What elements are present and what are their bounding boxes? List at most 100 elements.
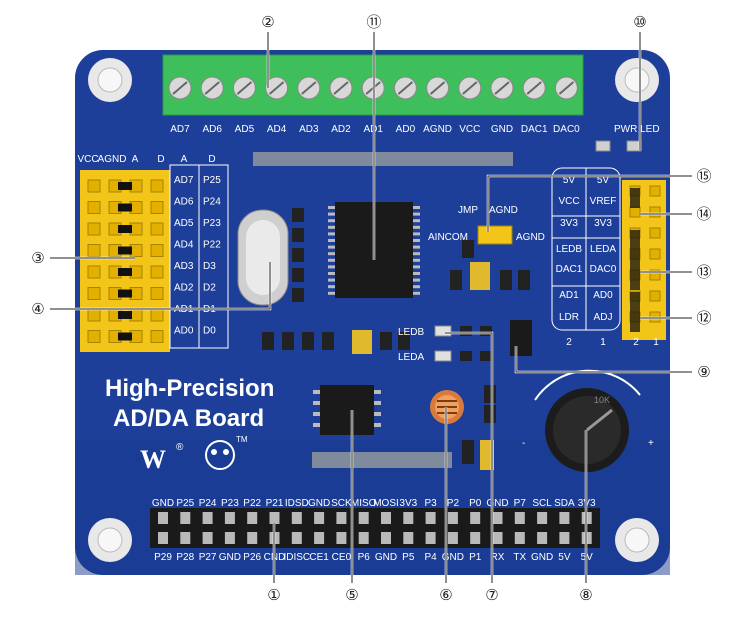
mounting-hole bbox=[615, 58, 659, 102]
left-header-d-label: P24 bbox=[203, 197, 221, 208]
left-header-top-label: D bbox=[208, 154, 215, 165]
terminal-label: AGND bbox=[423, 124, 452, 135]
header-pin bbox=[150, 265, 164, 279]
gpio-pin bbox=[336, 512, 347, 524]
gpio-bottom-label: GND bbox=[375, 552, 397, 563]
leda-label: LEDA bbox=[398, 352, 424, 363]
right-table-cell: VCC bbox=[558, 196, 579, 207]
gpio-top-label: SCK bbox=[331, 498, 352, 509]
gpio-pin bbox=[224, 512, 235, 524]
gpio-pin bbox=[403, 512, 414, 524]
gpio-pin bbox=[247, 512, 258, 524]
brand-tm: TM bbox=[236, 435, 248, 444]
left-header-d-label: P22 bbox=[203, 240, 221, 251]
callout-number: ⑤ bbox=[345, 586, 358, 604]
mounting-hole bbox=[88, 58, 132, 102]
gpio-top-label: GND bbox=[308, 498, 330, 509]
left-header-top-label: AGND bbox=[98, 154, 127, 165]
gpio-bottom-label: CE1 bbox=[309, 552, 329, 563]
terminal-label: AD0 bbox=[396, 124, 416, 135]
gpio-pin bbox=[291, 512, 302, 524]
callout-number: ⑩ bbox=[633, 13, 646, 31]
gpio-bottom-label: P6 bbox=[358, 552, 371, 563]
callout-number: ③ bbox=[31, 249, 44, 267]
gpio-bottom-label: P5 bbox=[402, 552, 415, 563]
gpio-bottom-label: P28 bbox=[176, 552, 194, 563]
gpio-pin bbox=[314, 512, 325, 524]
gpio-bottom-label: GND bbox=[531, 552, 553, 563]
pwr-led bbox=[595, 140, 611, 152]
gpio-top-label: SCL bbox=[532, 498, 552, 509]
gpio-top-label: P2 bbox=[447, 498, 460, 509]
header-pin bbox=[87, 244, 101, 257]
header-pin bbox=[150, 222, 164, 236]
pot-plus: + bbox=[648, 438, 654, 449]
terminal-label: AD5 bbox=[235, 124, 255, 135]
gpio-top-label: MISO bbox=[351, 498, 377, 509]
right-table-cell: LDR bbox=[559, 312, 579, 323]
gpio-pin bbox=[425, 512, 436, 524]
gpio-top-label: 3V3 bbox=[399, 498, 417, 509]
right-table-cell: AD0 bbox=[593, 290, 613, 301]
callout-number: ⑮ bbox=[696, 167, 711, 185]
agnd-right-label: AGND bbox=[516, 232, 545, 243]
left-header-d-label: D3 bbox=[203, 261, 216, 272]
gpio-bottom-label: TX bbox=[513, 552, 526, 563]
gpio-pin bbox=[447, 512, 458, 524]
terminal-label: AD6 bbox=[202, 124, 222, 135]
crystal-oscillator bbox=[237, 209, 289, 306]
header-pin bbox=[150, 308, 164, 322]
gpio-pin bbox=[559, 512, 570, 524]
callout-number: ④ bbox=[31, 300, 44, 318]
header-pin bbox=[87, 222, 101, 236]
gpio-pin bbox=[447, 532, 458, 544]
gpio-pin bbox=[492, 512, 503, 524]
right-table-cell: DAC1 bbox=[556, 264, 583, 275]
header-pin bbox=[87, 179, 101, 193]
header-pin bbox=[150, 201, 164, 214]
header-pin bbox=[87, 201, 101, 214]
ledb bbox=[434, 325, 452, 337]
gpio-pin bbox=[537, 512, 548, 524]
gpio-pin bbox=[492, 532, 503, 544]
gpio-top-label: IDSD bbox=[285, 498, 309, 509]
gpio-bottom-label: P1 bbox=[469, 552, 482, 563]
callout-number: ⑨ bbox=[697, 363, 710, 381]
right-table-cell: LEDB bbox=[556, 244, 582, 255]
left-header-a-label: AD6 bbox=[174, 197, 194, 208]
left-header-a-label: AD5 bbox=[174, 218, 194, 229]
smd-components bbox=[262, 208, 530, 470]
jmp-label: JMP bbox=[458, 205, 478, 216]
left-header-a-label: AD4 bbox=[174, 240, 194, 251]
gpio-bottom-label: CE0 bbox=[332, 552, 352, 563]
left-header-top-label: A bbox=[132, 154, 139, 165]
dac-chip bbox=[313, 385, 381, 435]
gpio-header bbox=[150, 508, 600, 548]
gpio-top-label: P3 bbox=[424, 498, 437, 509]
right-table-cell: ADJ bbox=[594, 312, 613, 323]
left-pin-header bbox=[80, 170, 170, 352]
left-header-top-label: A bbox=[181, 154, 188, 165]
right-table-cell: AD1 bbox=[559, 290, 579, 301]
brand-reg: ® bbox=[176, 442, 184, 453]
terminal-label: AD2 bbox=[331, 124, 351, 135]
gpio-pin bbox=[537, 532, 548, 544]
gpio-pin bbox=[314, 532, 325, 544]
gpio-pin bbox=[514, 532, 525, 544]
board-title-line1: High-Precision bbox=[105, 375, 274, 402]
mascot-logo bbox=[205, 440, 235, 470]
header-pin bbox=[87, 287, 101, 300]
gpio-pin bbox=[269, 512, 280, 524]
gpio-pin bbox=[247, 532, 258, 544]
gpio-pin bbox=[381, 512, 391, 524]
callout-number: ⑭ bbox=[696, 205, 711, 223]
gpio-top-label: MOSI bbox=[373, 498, 399, 509]
gpio-bottom-label: IDISC bbox=[283, 552, 310, 563]
terminal-label: VCC bbox=[459, 124, 480, 135]
